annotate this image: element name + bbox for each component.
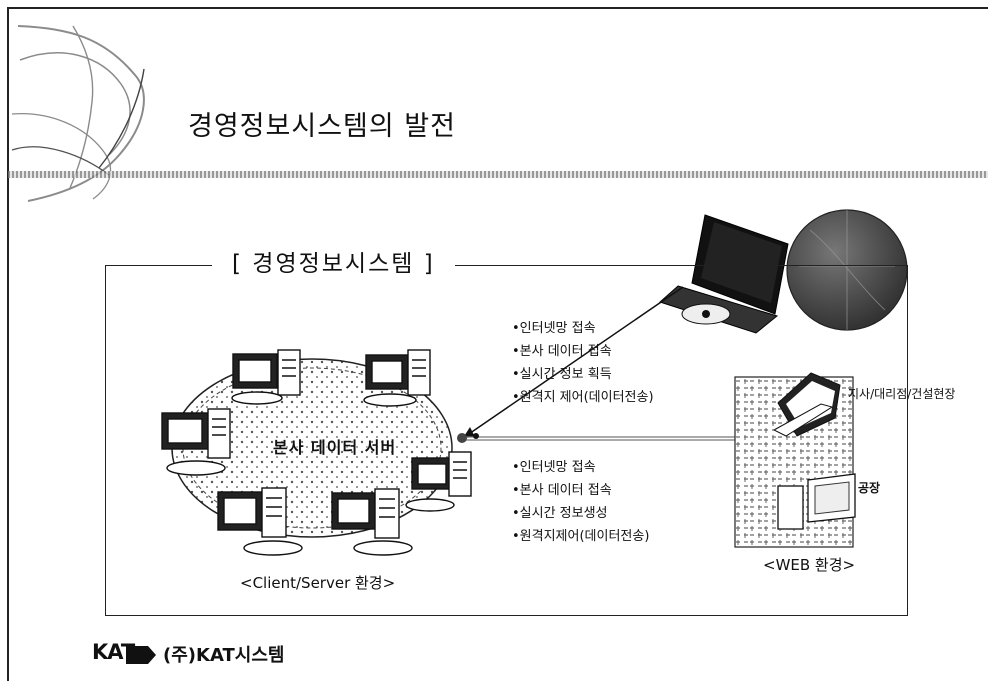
web-feature-realtime: •실시간 정보생성: [512, 506, 608, 521]
web-connection-line: [458, 436, 735, 441]
page-title: 경영정보시스템의 발전: [188, 111, 456, 142]
branch-label: 지사/대리점/건설현장: [848, 387, 956, 401]
web-environment-icon: [734, 372, 856, 548]
internet-feature-list: •인터넷망 접속 •본사 데이터 접속 •실시간 정보 획득 •원격지 제어(데…: [512, 317, 654, 409]
web-feature-remote-control: •원격지제어(데이터전송): [512, 529, 650, 544]
web-feature-data: •본사 데이터 접속: [512, 483, 612, 498]
footer-logo-text: KAT: [92, 640, 135, 664]
slide-frame: [7, 7, 988, 681]
desktop-computer-icon: [161, 349, 472, 556]
internet-connection-line: [462, 286, 684, 439]
web-feature-access: •인터넷망 접속: [512, 460, 596, 475]
client-server-caption: <Client/Server 환경>: [240, 574, 396, 592]
internet-feature-data: •본사 데이터 접속: [512, 344, 612, 359]
decorative-corner-swirl-icon: [11, 25, 145, 202]
internet-feature-access: •인터넷망 접속: [512, 321, 596, 336]
factory-label: 공장: [858, 481, 881, 495]
title-divider: [8, 171, 988, 178]
remote-laptop-icon: [659, 214, 789, 334]
diagram-title: [ 경영정보시스템 ]: [212, 244, 455, 278]
connection-node-icon: [457, 433, 479, 443]
internet-feature-realtime: •실시간 정보 획득: [512, 367, 612, 382]
internet-feature-remote-control: •원격지 제어(데이터전송): [512, 390, 654, 405]
kat-logo-icon: [126, 646, 156, 664]
company-name: (주)KAT시스템: [163, 645, 285, 666]
web-feature-list: •인터넷망 접속 •본사 데이터 접속 •실시간 정보생성 •원격지제어(데이터…: [512, 456, 649, 548]
diagram-box: [105, 265, 908, 616]
web-environment-caption: <WEB 환경>: [763, 556, 856, 574]
footer-logo: KAT: [92, 640, 170, 666]
server-label: 본사 데이터 서버: [273, 438, 397, 457]
